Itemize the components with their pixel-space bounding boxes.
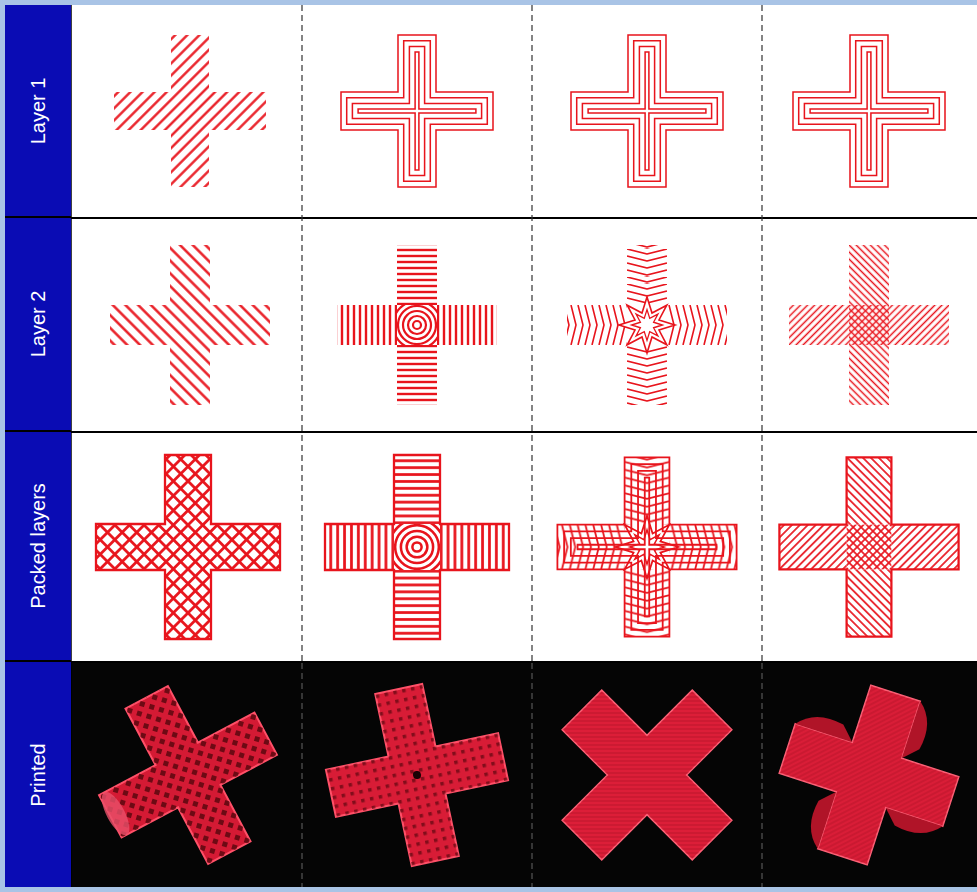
row-label-band: Packed layers	[5, 432, 71, 662]
row-label-band: Layer 1	[5, 5, 71, 218]
row-label-band: Layer 2	[5, 218, 71, 432]
row-label: Printed	[27, 743, 50, 806]
column-separators	[302, 5, 762, 661]
row-label: Layer 1	[27, 77, 50, 144]
layer2-star-chevrons	[567, 245, 727, 405]
packed-spiral	[325, 455, 509, 639]
layer1-contour	[793, 35, 945, 187]
packed-dense	[779, 457, 958, 636]
printed-crosshatch-photo	[66, 656, 307, 892]
layer1-contour	[571, 35, 723, 187]
layer2-diagonal-hatch	[110, 245, 270, 405]
row-label: Packed layers	[27, 483, 50, 609]
printed-dense-photo	[761, 667, 977, 884]
layer2-dense-hatch	[789, 245, 949, 405]
row-separators	[5, 218, 977, 662]
row-label-band: Printed	[5, 662, 71, 887]
layer2-spiral-arcs	[337, 245, 497, 405]
layer1-contour	[341, 35, 493, 187]
row-label: Layer 2	[27, 291, 50, 358]
layer1-diagonal-hatch	[114, 35, 266, 187]
printed-spiral-photo	[313, 671, 522, 880]
printed-star-photo	[517, 645, 777, 892]
packed-star	[557, 457, 736, 636]
packed-crosshatch	[96, 455, 280, 639]
